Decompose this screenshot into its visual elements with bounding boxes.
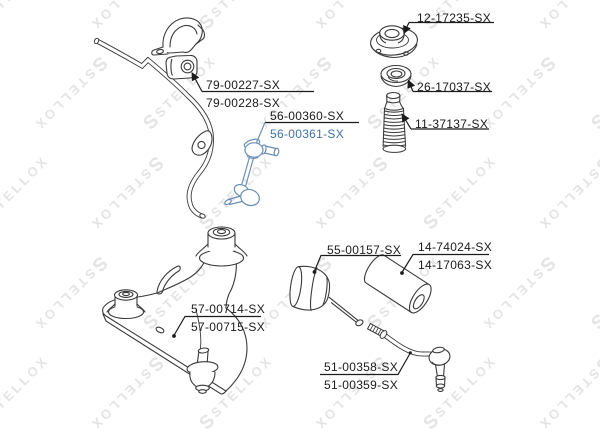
part-number[interactable]: 12-17235-SX	[417, 11, 492, 25]
cv-joint-icon	[289, 265, 364, 327]
part-label-stabilizer-bushing[interactable]: 79-00227-SX 79-00228-SX	[206, 76, 280, 112]
stabilizer-link-icon[interactable]	[224, 138, 280, 208]
part-label-control-arm[interactable]: 57-00714-SX 57-00715-SX	[191, 300, 265, 336]
part-number[interactable]: 55-00157-SX	[327, 243, 402, 257]
s-hook-logo-icon: S	[419, 410, 444, 435]
part-label-stabilizer-link[interactable]: 56-00360-SX 56-00361-SX	[270, 107, 344, 143]
leader-lines	[172, 21, 494, 376]
part-label-cv-joint[interactable]: 55-00157-SX	[327, 241, 401, 259]
stabilizer-clamp-icon	[151, 17, 206, 56]
tie-rod-end-icon	[366, 322, 451, 392]
strut-mount-icon	[370, 25, 418, 59]
part-number[interactable]: 51-00359-SX	[324, 378, 399, 392]
stabilizer-bushing-icon	[165, 54, 198, 80]
control-arm-bushing-icon	[363, 254, 432, 314]
part-label-strut-bearing[interactable]: 26-17037-SX	[417, 78, 491, 96]
s-hook-logo-icon: S	[195, 410, 220, 435]
part-number[interactable]: 79-00227-SX	[206, 78, 281, 92]
diagram-canvas	[93, 17, 494, 395]
part-number[interactable]: 57-00715-SX	[191, 320, 266, 334]
part-label-control-arm-bushing[interactable]: 14-74024-SX 14-17063-SX	[418, 238, 492, 274]
strut-bearing-icon	[380, 64, 412, 88]
part-number[interactable]: 14-74024-SX	[418, 240, 493, 254]
part-number[interactable]: 26-17037-SX	[417, 80, 492, 94]
part-label-bump-stop-boot[interactable]: 11-37137-SX	[415, 115, 488, 133]
stabilizer-bar-icon	[93, 37, 214, 219]
part-number[interactable]: 79-00228-SX	[206, 96, 281, 110]
part-label-strut-mount[interactable]: 12-17235-SX	[417, 9, 491, 27]
part-number[interactable]: 51-00358-SX	[324, 360, 399, 374]
part-number[interactable]: 11-37137-SX	[415, 117, 489, 131]
part-number[interactable]: 56-00360-SX	[270, 109, 345, 123]
control-arm-icon	[102, 226, 248, 395]
part-number[interactable]: 57-00714-SX	[191, 302, 266, 316]
part-number-selected[interactable]: 56-00361-SX	[270, 127, 345, 141]
part-number[interactable]: 14-17063-SX	[418, 258, 493, 272]
bump-stop-boot-icon	[382, 91, 407, 153]
part-label-tie-rod-end[interactable]: 51-00358-SX 51-00359-SX	[324, 358, 398, 394]
